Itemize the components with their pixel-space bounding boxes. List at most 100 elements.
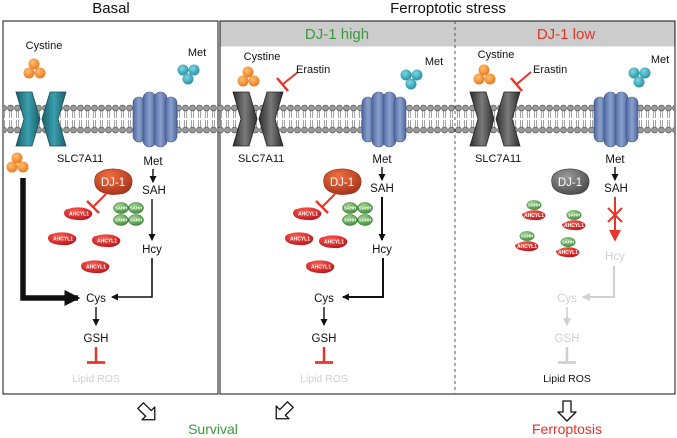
stress-header-bar — [220, 21, 675, 47]
svg-text:SAHH: SAHH — [344, 218, 356, 223]
svg-text:SAHH: SAHH — [115, 206, 127, 211]
title-basal: Basal — [92, 0, 130, 17]
svg-text:AHCYL1: AHCYL1 — [53, 237, 73, 243]
membrane-icon — [4, 103, 674, 135]
svg-text:AHCYL1: AHCYL1 — [311, 265, 331, 271]
outcome-ferroptosis: Ferroptosis — [532, 421, 602, 437]
basal-ahcyl1-group: AHCYL1 AHCYL1 AHCYL1 AHCYL1 — [48, 207, 121, 274]
svg-text:AHCYL1: AHCYL1 — [69, 212, 89, 218]
basal-met-node: Met — [143, 156, 163, 168]
high-hcy-node: Hcy — [372, 244, 392, 256]
basal-arrow-hcy-cys — [110, 258, 153, 301]
subtitle-dj1-high: DJ-1 high — [305, 26, 369, 43]
svg-text:AHCYL1: AHCYL1 — [324, 240, 344, 246]
high-sahh-cluster: SAHH SAHH SAHH SAHH — [342, 202, 373, 226]
basal-gsh-node: GSH — [84, 333, 109, 345]
svg-text:AHCYL1: AHCYL1 — [290, 237, 310, 243]
outline-arrow-icon-basal — [137, 402, 156, 421]
svg-text:AHCYL1: AHCYL1 — [558, 250, 578, 256]
low-slc7a11-transporter — [469, 91, 521, 147]
svg-text:AHCYL1: AHCYL1 — [564, 223, 584, 229]
panel-basal — [2, 20, 219, 395]
svg-text:SAHH: SAHH — [130, 206, 142, 211]
low-cys-node: Cys — [557, 293, 577, 305]
outcome-survival: Survival — [188, 421, 238, 437]
low-arrow-hcy-cys — [581, 266, 615, 301]
basal-lipid-ros: Lipid ROS — [72, 373, 120, 385]
svg-text:SAHH: SAHH — [359, 218, 371, 223]
low-met-transporter — [593, 91, 639, 148]
basal-arrow-slc7a11-cys — [20, 178, 81, 306]
low-hcy-node: Hcy — [605, 251, 625, 263]
title-ferroptotic-stress: Ferroptotic stress — [390, 0, 506, 17]
subtitle-dj1-low: DJ-1 low — [537, 26, 596, 43]
basal-dj1: DJ-1 — [94, 168, 133, 195]
basal-cystine-label: Cystine — [26, 40, 63, 52]
outline-arrow-icon-low — [557, 400, 577, 422]
panel-stress — [219, 20, 676, 395]
high-lipid-ros: Lipid ROS — [300, 373, 348, 385]
high-sah-node: SAH — [370, 183, 394, 195]
high-slc7a11-label: SLC7A11 — [238, 153, 284, 165]
low-cystine-label: Cystine — [478, 49, 515, 61]
svg-text:SAHH: SAHH — [562, 240, 574, 245]
basal-dj1-inhibit-bar-icon — [86, 193, 107, 214]
basal-slc7a11-transporter — [15, 91, 67, 147]
svg-text:SAHH: SAHH — [115, 218, 127, 223]
basal-met-label: Met — [188, 47, 206, 59]
svg-text:AHCYL1: AHCYL1 — [524, 213, 544, 219]
low-met-label: Met — [651, 54, 669, 66]
high-cystine-group — [237, 66, 260, 87]
low-block-cross-icon — [607, 207, 623, 223]
low-lipid-ros: Lipid ROS — [543, 373, 591, 385]
low-sah-node: SAH — [604, 183, 628, 195]
svg-text:AHCYL1: AHCYL1 — [517, 244, 537, 250]
low-sahh-ahcyl1-complexes: SAHH AHCYL1 SAHH AHCYL1 SAHH AHCYL1 SAHH… — [515, 200, 586, 258]
low-inhibit-bar-icon — [558, 347, 576, 364]
high-met-group — [400, 69, 423, 90]
low-cystine-group — [473, 64, 496, 85]
high-slc7a11-transporter — [232, 91, 284, 147]
high-arrow-hcy-cys — [341, 258, 384, 301]
basal-sah-node: SAH — [142, 185, 166, 197]
svg-text:AHCYL1: AHCYL1 — [86, 265, 106, 271]
high-erastin-label: Erastin — [296, 64, 330, 76]
high-met-node: Met — [372, 154, 392, 166]
high-inhibit-bar-icon — [315, 347, 333, 364]
basal-cys-node: Cys — [86, 293, 106, 305]
high-erastin-inhibit-bar-icon — [276, 71, 299, 92]
high-met-transporter — [361, 91, 407, 148]
high-cystine-label: Cystine — [244, 51, 281, 63]
basal-cystine-group — [23, 58, 46, 79]
basal-met-group — [177, 64, 200, 85]
high-ahcyl1-group: AHCYL1 AHCYL1 AHCYL1 AHCYL1 — [285, 207, 348, 274]
basal-sahh-cluster: SAHH SAHH SAHH SAHH — [113, 202, 144, 226]
low-met-group — [628, 67, 651, 88]
svg-text:DJ-1: DJ-1 — [558, 177, 582, 189]
low-erastin-label: Erastin — [533, 64, 567, 76]
low-slc7a11-label: SLC7A11 — [475, 153, 521, 165]
high-cys-node: Cys — [314, 293, 334, 305]
low-erastin-inhibit-bar-icon — [510, 71, 532, 92]
high-met-label: Met — [425, 56, 443, 68]
basal-intracellular-cystine — [6, 152, 29, 173]
svg-text:DJ-1: DJ-1 — [101, 177, 125, 189]
high-gsh-node: GSH — [312, 333, 337, 345]
basal-hcy-node: Hcy — [142, 244, 162, 256]
basal-met-transporter — [132, 91, 178, 148]
outline-arrow-icon-high — [275, 401, 294, 420]
svg-text:SAHH: SAHH — [130, 218, 142, 223]
low-gsh-node: GSH — [555, 333, 580, 345]
svg-text:SAHH: SAHH — [568, 213, 580, 218]
svg-text:SAHH: SAHH — [521, 234, 533, 239]
high-dj1: DJ-1 — [323, 168, 362, 195]
svg-text:SAHH: SAHH — [359, 206, 371, 211]
svg-text:AHCYL1: AHCYL1 — [298, 212, 318, 218]
low-met-node: Met — [605, 154, 625, 166]
basal-slc7a11-label: SLC7A11 — [57, 153, 103, 165]
low-dj1: DJ-1 — [551, 168, 590, 195]
svg-text:DJ-1: DJ-1 — [330, 177, 354, 189]
basal-inhibit-bar-icon — [87, 347, 105, 364]
svg-text:SAHH: SAHH — [344, 206, 356, 211]
